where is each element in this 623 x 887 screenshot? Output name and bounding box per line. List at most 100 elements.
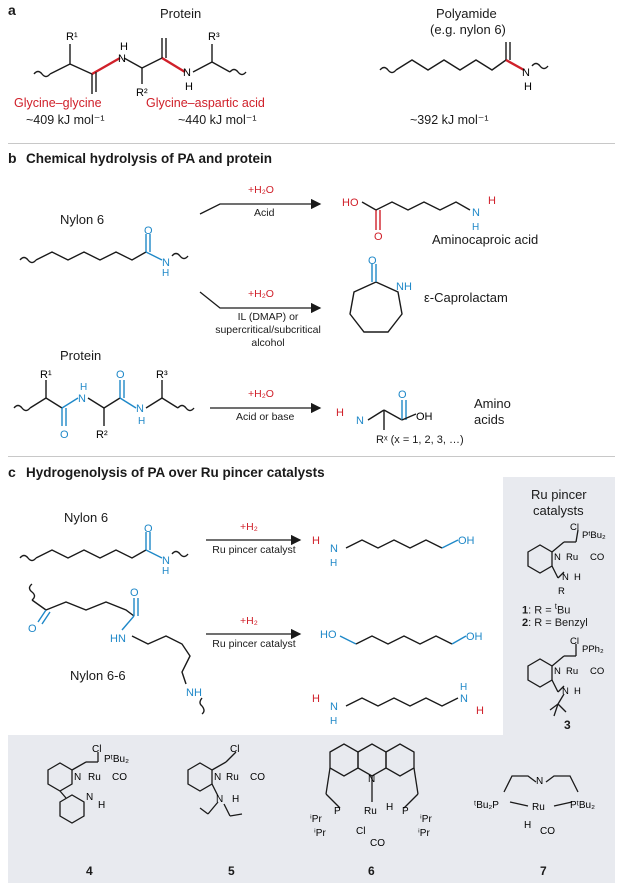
- cl-5: Cl: [230, 744, 239, 755]
- cl-4: Cl: [92, 744, 101, 755]
- acid-cond: Acid: [254, 207, 275, 219]
- r1-label: R¹: [66, 31, 78, 43]
- o-nylon66-1: O: [28, 623, 37, 635]
- caprolactam-structure: O NH: [349, 256, 412, 333]
- oh-hexanediol: OH: [466, 631, 483, 643]
- nylon6-label-b: Nylon 6: [60, 212, 105, 227]
- h2-label-caproic: H: [472, 222, 479, 233]
- r-1: R: [558, 586, 565, 597]
- cat1-rest: : R =: [528, 604, 555, 617]
- h2-1: +H₂: [240, 521, 258, 533]
- protein-structure-a: R¹ N H R² N H R³: [33, 31, 247, 99]
- catalyst-7-structure: N ᵗBu₂P Ru PᵗBu₂ H CO: [474, 775, 595, 837]
- co-3: CO: [590, 666, 604, 677]
- arrows-c: [206, 534, 302, 640]
- hexanediol-structure: HO OH: [320, 629, 483, 645]
- oh-aminohexanol: OH: [458, 535, 475, 547]
- ru-cat-1: Ru pincer catalyst: [212, 544, 296, 556]
- h-aminohexanol: H: [312, 535, 320, 547]
- aminohexanol-structure: H N H OH: [312, 535, 475, 569]
- h2-2: +H₂: [240, 615, 258, 627]
- divider-b-c: [8, 456, 615, 457]
- cat2-rest: : R = Benzyl: [528, 617, 588, 629]
- aminocaproic-structure: HO O N H H: [342, 195, 496, 240]
- nylon6-n-b: N: [162, 257, 170, 269]
- h-hda-1b: H: [330, 716, 337, 727]
- n-hda-2: N: [460, 693, 468, 705]
- panel-b-title: Chemical hydrolysis of PA and protein: [26, 151, 273, 166]
- polyamide-title: Polyamide: [436, 6, 497, 21]
- nh-nylon66: NH: [186, 687, 202, 699]
- n-6: N: [368, 774, 375, 785]
- nylon6-o-c: O: [144, 524, 153, 535]
- o2-b: O: [116, 369, 125, 381]
- nylon-n-label: N: [522, 67, 530, 79]
- gly-asp-label: Glycine–aspartic acid: [146, 96, 265, 110]
- h2-b: H: [138, 416, 145, 427]
- h1-b: H: [80, 382, 87, 393]
- n-3: N: [554, 666, 561, 677]
- catalyst-1-2-structure: Cl PᵗBu₂ N Ru CO N H R: [527, 522, 606, 597]
- hn-nylon66: HN: [110, 633, 126, 645]
- n-5: N: [214, 772, 221, 783]
- n2-4: N: [86, 792, 93, 803]
- ipr2-6: ⁱPr: [314, 828, 326, 839]
- r2-label: R²: [136, 87, 148, 99]
- il-cond-1: IL (DMAP) or: [237, 311, 299, 323]
- gly-gly-energy: ~409 kJ mol⁻¹: [26, 113, 105, 127]
- rx-label: Rˣ (x = 1, 2, 3, …): [376, 434, 464, 446]
- nylon6-structure-c: O N H: [19, 524, 189, 576]
- nylon-energy: ~392 kJ mol⁻¹: [410, 113, 489, 127]
- ipr1-6: ⁱPr: [310, 814, 322, 825]
- ipr4-6: ⁱPr: [418, 828, 430, 839]
- acid-or-base-cond: Acid or base: [236, 411, 295, 423]
- catalyst-5-structure: Cl N Ru CO N H: [187, 744, 265, 817]
- n-4: N: [74, 772, 81, 783]
- n-label-caproic: N: [472, 207, 480, 219]
- ptbu2-7: PᵗBu₂: [570, 800, 595, 811]
- cat7-num: 7: [540, 864, 547, 878]
- cat2-label: 2: R = Benzyl: [522, 617, 588, 629]
- arrows-b: [199, 198, 322, 414]
- catalyst-4-structure: Cl PᵗBu₂ N Ru CO N H: [47, 744, 129, 824]
- co-5: CO: [250, 772, 265, 783]
- cat5-num: 5: [228, 864, 235, 878]
- h-6: H: [386, 802, 393, 813]
- co-1: CO: [590, 552, 604, 563]
- ho-label: HO: [342, 197, 359, 209]
- h-label-2: H: [185, 81, 193, 93]
- catalyst-6-structure: N P Ru H P ⁱPr ⁱPr ⁱPr ⁱPr Cl CO: [310, 743, 432, 849]
- cat2-num: 2: [522, 617, 529, 629]
- o-amino: O: [398, 389, 407, 401]
- r2-b: R²: [96, 429, 108, 441]
- n-hda-1: N: [330, 701, 338, 713]
- pph2-3: PPh₂: [582, 644, 604, 655]
- il-cond-2: supercritical/subcritical: [215, 324, 321, 336]
- gly-asp-energy: ~440 kJ mol⁻¹: [178, 113, 257, 127]
- cat1-sup: t: [554, 602, 557, 611]
- n1-b: N: [78, 393, 86, 405]
- ru-6: Ru: [364, 806, 377, 817]
- caprolactam-label: ε-Caprolactam: [424, 290, 508, 305]
- p2-6: P: [402, 806, 409, 817]
- h-7: H: [524, 820, 531, 831]
- ru-1: Ru: [566, 552, 578, 563]
- ptbu2-1: PᵗBu₂: [582, 530, 606, 541]
- n2-1: N: [562, 572, 569, 583]
- amino-label-1: Amino: [474, 396, 511, 411]
- h-amino: H: [336, 407, 344, 419]
- h-5: H: [232, 794, 239, 805]
- n-1: N: [554, 552, 561, 563]
- ru-7: Ru: [532, 802, 545, 813]
- n-amino: N: [356, 415, 364, 427]
- polyamide-subtitle: (e.g. nylon 6): [430, 22, 506, 37]
- cat1-label: 1: R = tBu: [522, 602, 570, 617]
- catalyst-panel-right: [503, 477, 615, 735]
- n-aminohexanol: N: [330, 543, 338, 555]
- nylon6-h-c: H: [162, 566, 169, 576]
- h-label-caproic: H: [488, 195, 496, 207]
- amino-label-2: acids: [474, 412, 505, 427]
- nh-label-1: N: [118, 53, 126, 65]
- ru-5: Ru: [226, 772, 239, 783]
- h-label-1: H: [120, 41, 128, 53]
